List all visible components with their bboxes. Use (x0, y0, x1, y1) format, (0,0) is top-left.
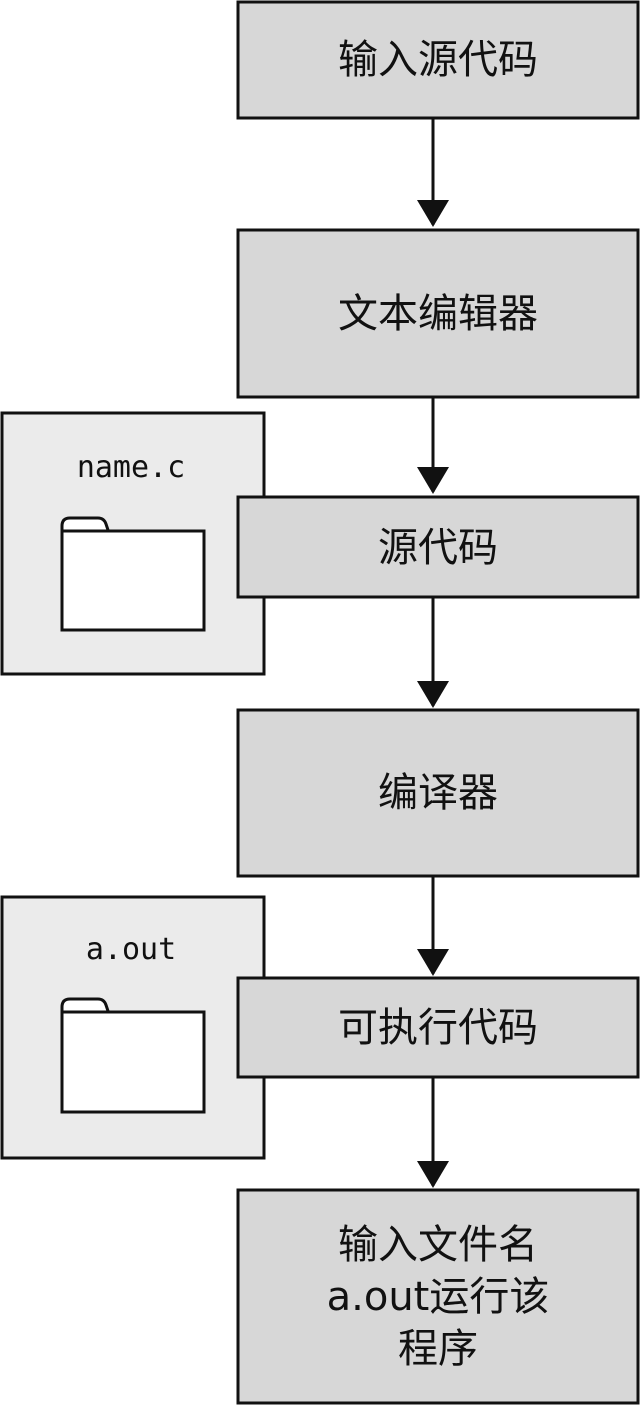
step-label-source-code: 源代码 (378, 525, 498, 571)
arrows-group (417, 118, 449, 1188)
step-box-source-code: 源代码 (236, 495, 640, 599)
folder-icon (60, 516, 206, 632)
arrowhead-step4-to-step5 (417, 949, 449, 976)
folder-icon (60, 997, 206, 1114)
file-panel-source: name.c (0, 411, 266, 676)
step-label-text-editor: 文本编辑器 (338, 291, 538, 337)
step-label-run-program-line1: 输入文件名 (338, 1222, 538, 1268)
arrowhead-step3-to-step4 (417, 681, 449, 708)
step-box-compiler: 编译器 (236, 708, 640, 878)
arrowhead-step1-to-step2 (417, 200, 449, 227)
step-box-text-editor: 文本编辑器 (236, 228, 640, 399)
file-panel-executable: a.out (0, 895, 266, 1160)
step-box-executable-code: 可执行代码 (236, 976, 640, 1079)
file-name-label-executable: a.out (86, 932, 176, 967)
step-label-executable-code: 可执行代码 (338, 1005, 538, 1051)
step-box-run-program: 输入文件名 a.out运行该 程序 (236, 1188, 640, 1405)
arrowhead-step2-to-step3 (417, 467, 449, 494)
step-box-input-source: 输入源代码 (236, 0, 640, 120)
step-label-compiler: 编译器 (378, 770, 498, 816)
arrowhead-step5-to-step6 (417, 1161, 449, 1188)
step-label-run-program-line2: a.out运行该 (327, 1274, 550, 1320)
file-name-label-source: name.c (77, 450, 185, 485)
step-label-input-source: 输入源代码 (338, 37, 538, 83)
step-label-run-program-line3: 程序 (398, 1326, 478, 1372)
